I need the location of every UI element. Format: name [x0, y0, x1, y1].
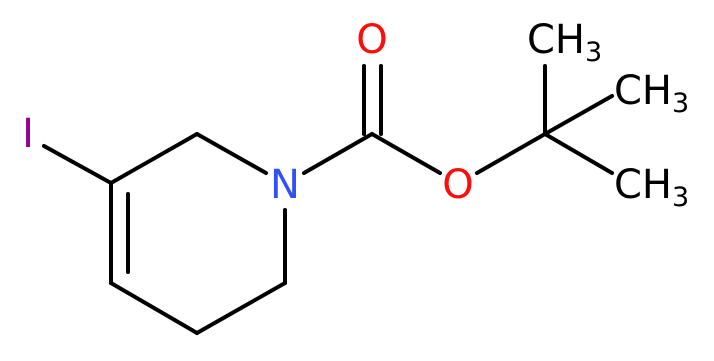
atom-carbonyl-oxygen: O: [356, 17, 387, 63]
bond-c5-c6: [109, 132, 199, 185]
methyl-bottom-ch: CH: [614, 162, 672, 208]
bond-n1-carbonyl: [302, 132, 374, 175]
bond-carbonyl-ester-o: [370, 132, 442, 175]
bond-tert-methyl-middle: [543, 94, 614, 136]
bond-ester-o-tert-carbon: [475, 132, 547, 175]
bond-c3-c4: [109, 281, 199, 335]
methyl-middle-label: CH3: [614, 68, 689, 119]
bond-c5-iodine: [42, 144, 113, 185]
methyl-bottom-label: CH3: [614, 162, 689, 213]
methyl-middle-ch: CH: [614, 68, 672, 114]
bond-c6-n1: [195, 132, 268, 175]
atom-nitrogen: N: [270, 162, 300, 208]
atom-ester-oxygen: O: [442, 162, 473, 208]
bond-c2-c3: [195, 281, 287, 335]
atom-labels: I N O O CH3 CH3 CH3: [22, 17, 689, 213]
atom-iodine: I: [22, 111, 34, 157]
methyl-top-subscript: 3: [585, 37, 602, 68]
methyl-top-ch: CH: [527, 17, 585, 63]
methyl-middle-subscript: 3: [672, 88, 689, 119]
methyl-bottom-subscript: 3: [672, 182, 689, 213]
bonds: [42, 64, 614, 335]
bond-tert-methyl-bottom: [543, 132, 614, 175]
methyl-top-label: CH3: [527, 17, 602, 68]
